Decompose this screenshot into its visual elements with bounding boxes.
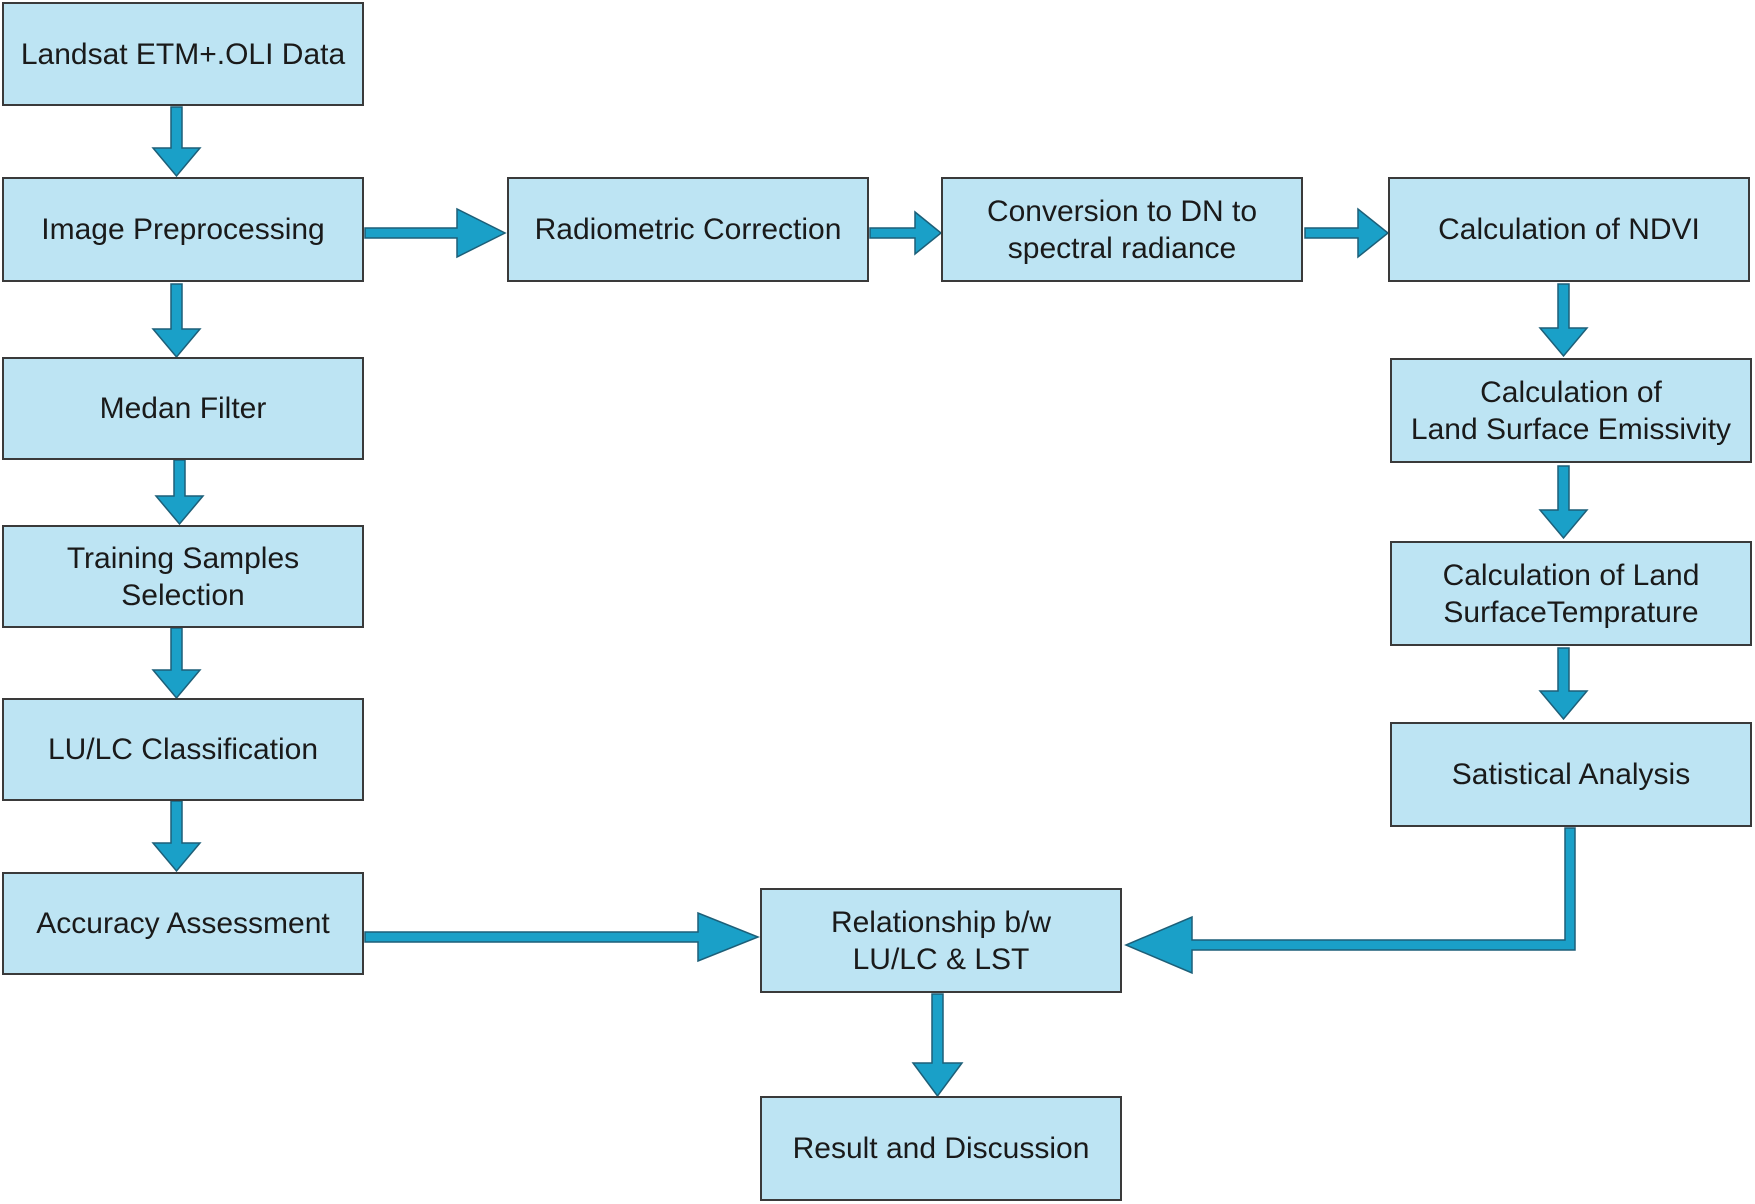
node-statistical-analysis: Satistical Analysis	[1390, 722, 1752, 827]
arrow-conversion-to-ndvi	[1304, 207, 1390, 259]
arrow-statistical-to-relationship	[1124, 827, 1576, 975]
node-ndvi: Calculation of NDVI	[1388, 177, 1750, 282]
arrow-relationship-to-result	[911, 993, 964, 1098]
arrow-ndvi-to-emissivity	[1538, 283, 1589, 358]
node-accuracy-assessment: Accuracy Assessment	[2, 872, 364, 975]
node-result: Result and Discussion	[760, 1096, 1122, 1201]
node-radiometric-correction: Radiometric Correction	[507, 177, 869, 282]
arrow-preprocessing-to-medan	[151, 283, 202, 359]
node-lulc-classification: LU/LC Classification	[2, 698, 364, 801]
node-lst: Calculation of Land SurfaceTemprature	[1390, 541, 1752, 646]
node-conversion-dn: Conversion to DN to spectral radiance	[941, 177, 1303, 282]
node-training-samples: Training Samples Selection	[2, 525, 364, 628]
arrow-emissivity-to-lst	[1538, 465, 1589, 540]
node-emissivity: Calculation of Land Surface Emissivity	[1390, 358, 1752, 463]
node-relationship: Relationship b/w LU/LC & LST	[760, 888, 1122, 993]
arrow-landsat-to-preprocessing	[151, 106, 202, 178]
arrow-lulc-to-accuracy	[151, 800, 202, 873]
arrow-preprocessing-to-radiometric	[364, 207, 507, 259]
arrow-training-to-lulc	[151, 627, 202, 700]
node-landsat-data: Landsat ETM+.OLI Data	[2, 2, 364, 106]
arrow-radiometric-to-conversion	[869, 210, 943, 256]
arrow-medan-to-training	[154, 459, 205, 526]
arrow-accuracy-to-relationship	[364, 911, 761, 963]
arrow-lst-to-statistical	[1538, 647, 1589, 721]
node-medan-filter: Medan Filter	[2, 357, 364, 460]
node-image-preprocessing: Image Preprocessing	[2, 177, 364, 282]
